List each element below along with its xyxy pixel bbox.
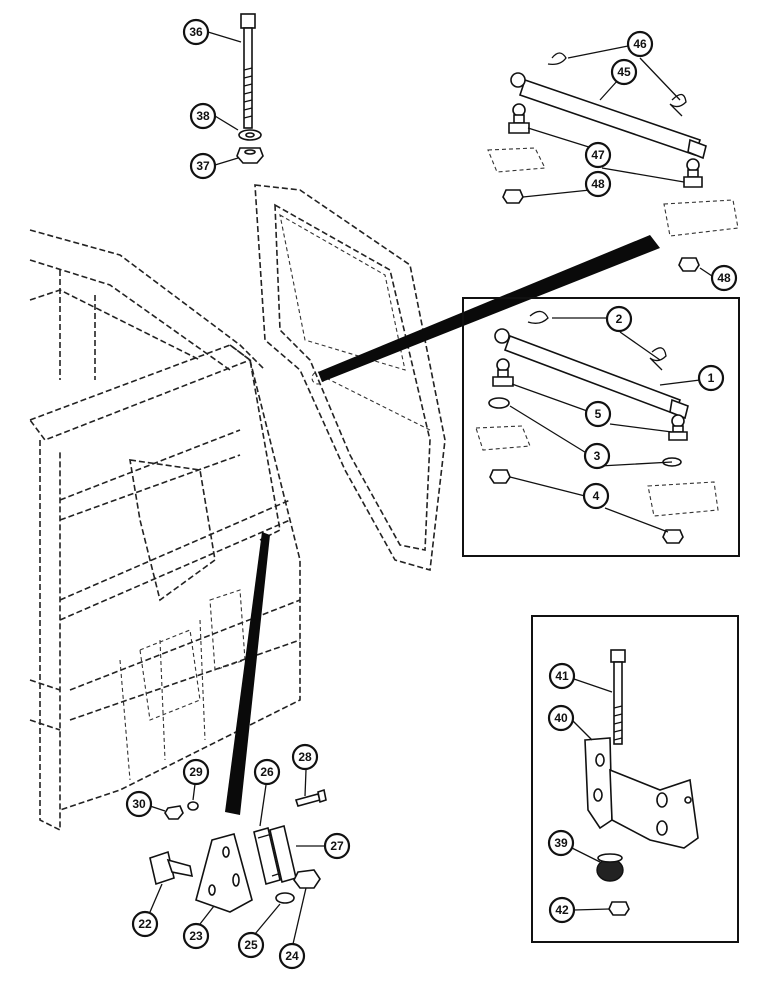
gas-strut-1 bbox=[494, 328, 689, 420]
svg-text:45: 45 bbox=[617, 65, 631, 79]
callout-47: 47 bbox=[584, 141, 612, 169]
gas-strut-45 bbox=[510, 72, 707, 160]
pointer-wedge-cab-to-bracket bbox=[225, 532, 270, 815]
callout-3: 3 bbox=[583, 442, 611, 470]
svg-text:27: 27 bbox=[330, 839, 344, 853]
callout-25: 25 bbox=[237, 931, 265, 959]
door-frame bbox=[254, 184, 446, 572]
washer-29 bbox=[187, 801, 199, 811]
callout-45: 45 bbox=[610, 58, 638, 86]
washer-25 bbox=[275, 892, 295, 904]
washer-3 bbox=[488, 397, 682, 467]
callout-48-right: 48 bbox=[710, 264, 738, 292]
callout-27: 27 bbox=[323, 832, 351, 860]
svg-text:40: 40 bbox=[554, 711, 568, 725]
callout-23: 23 bbox=[182, 922, 210, 950]
svg-text:37: 37 bbox=[196, 159, 210, 173]
svg-text:46: 46 bbox=[633, 37, 647, 51]
nut-30 bbox=[164, 805, 184, 820]
bushing-39 bbox=[596, 853, 624, 882]
callout-4: 4 bbox=[582, 482, 610, 510]
svg-text:5: 5 bbox=[595, 407, 602, 421]
callout-2: 2 bbox=[605, 305, 633, 333]
callout-42: 42 bbox=[548, 896, 576, 924]
bolt-36 bbox=[240, 13, 256, 129]
bolt-28 bbox=[294, 788, 327, 807]
ball-stud-5 bbox=[492, 358, 688, 441]
svg-text:3: 3 bbox=[594, 449, 601, 463]
svg-text:38: 38 bbox=[196, 109, 210, 123]
inset-box-hinge bbox=[531, 615, 739, 943]
svg-text:41: 41 bbox=[555, 669, 569, 683]
nut-48b bbox=[678, 257, 700, 272]
callout-38: 38 bbox=[189, 102, 217, 130]
svg-text:26: 26 bbox=[260, 765, 274, 779]
callout-22: 22 bbox=[131, 910, 159, 938]
svg-text:24: 24 bbox=[285, 949, 299, 963]
nut-24 bbox=[293, 869, 321, 889]
callout-24: 24 bbox=[278, 942, 306, 970]
inset-box-gas-strut bbox=[462, 297, 740, 557]
nut-4a bbox=[489, 469, 511, 484]
svg-text:23: 23 bbox=[189, 929, 203, 943]
shim-26 bbox=[253, 826, 281, 886]
plate-47 bbox=[487, 147, 546, 173]
callout-41: 41 bbox=[548, 662, 576, 690]
callout-26: 26 bbox=[253, 758, 281, 786]
ball-stud-47 bbox=[508, 103, 703, 188]
callout-5: 5 bbox=[584, 400, 612, 428]
svg-text:25: 25 bbox=[244, 938, 258, 952]
svg-text:36: 36 bbox=[189, 25, 203, 39]
spring-clip-2 bbox=[527, 310, 667, 371]
svg-text:47: 47 bbox=[591, 148, 605, 162]
callout-28: 28 bbox=[291, 743, 319, 771]
svg-text:4: 4 bbox=[593, 489, 600, 503]
bolt-41 bbox=[610, 649, 626, 745]
svg-text:30: 30 bbox=[132, 797, 146, 811]
pointer-wedge-door-to-strut bbox=[318, 235, 660, 382]
svg-text:39: 39 bbox=[554, 836, 568, 850]
plate-inset-1 bbox=[475, 425, 531, 451]
callout-29: 29 bbox=[182, 758, 210, 786]
callout-37: 37 bbox=[189, 152, 217, 180]
svg-text:42: 42 bbox=[555, 903, 569, 917]
nut-4b bbox=[662, 529, 684, 544]
hinge-bracket-40 bbox=[584, 737, 699, 849]
nut-42 bbox=[608, 901, 630, 916]
svg-text:29: 29 bbox=[189, 765, 203, 779]
svg-text:48: 48 bbox=[591, 177, 605, 191]
callout-46: 46 bbox=[626, 30, 654, 58]
svg-text:2: 2 bbox=[616, 312, 623, 326]
svg-text:28: 28 bbox=[298, 750, 312, 764]
callout-39: 39 bbox=[547, 829, 575, 857]
washer-38 bbox=[238, 129, 262, 141]
leader-lines bbox=[149, 31, 713, 945]
spring-clip-46 bbox=[547, 52, 687, 117]
svg-text:22: 22 bbox=[138, 917, 152, 931]
callout-36: 36 bbox=[182, 18, 210, 46]
plate-inset-2 bbox=[647, 481, 719, 517]
svg-text:48: 48 bbox=[717, 271, 731, 285]
plate-23 bbox=[195, 833, 253, 913]
plate-48 bbox=[663, 199, 739, 237]
callout-30: 30 bbox=[125, 790, 153, 818]
nut-48a bbox=[502, 189, 524, 204]
callout-1: 1 bbox=[697, 364, 725, 392]
callout-40: 40 bbox=[547, 704, 575, 732]
svg-text:1: 1 bbox=[708, 371, 715, 385]
pin-22 bbox=[149, 850, 194, 886]
nut-37 bbox=[236, 147, 264, 164]
cab-frame bbox=[28, 229, 301, 832]
callout-48-top: 48 bbox=[584, 170, 612, 198]
